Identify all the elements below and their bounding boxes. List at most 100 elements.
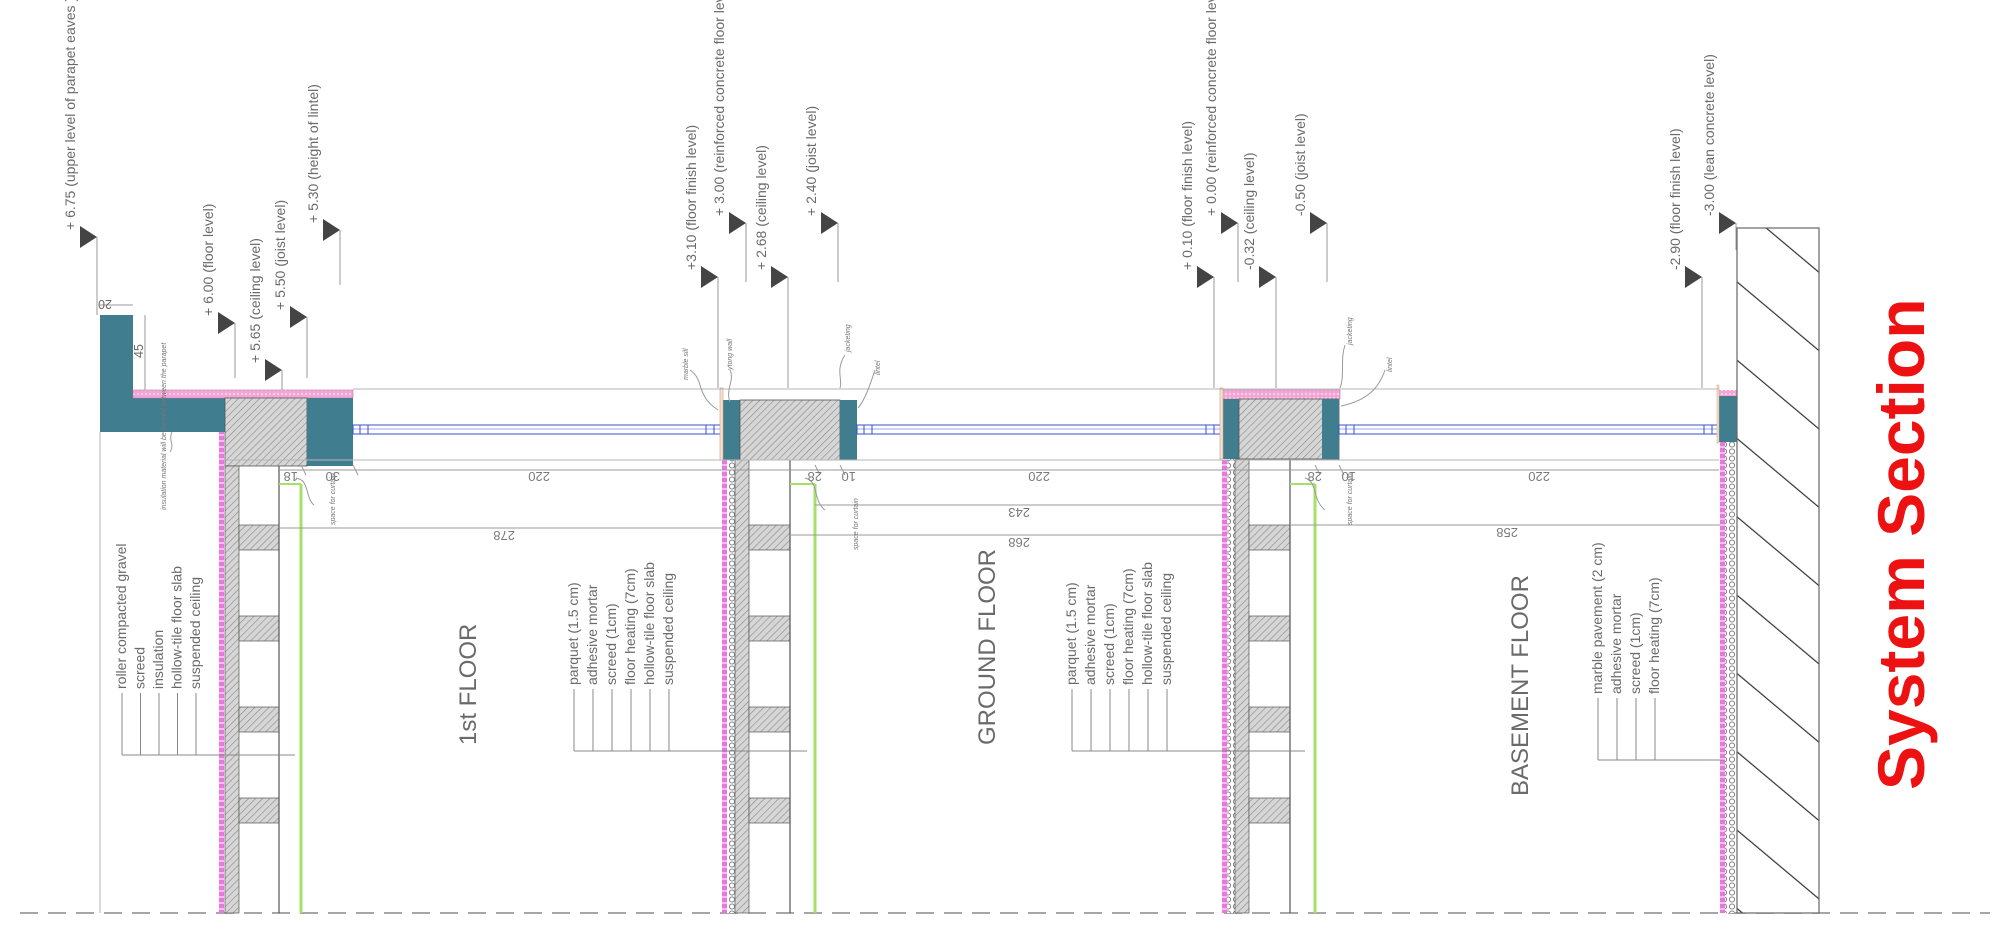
top-insulation [1719,390,1737,396]
floor-title-ground: GROUND FLOOR [974,549,1001,745]
note-ytong-wall: ytong wall [727,338,734,371]
dim-220-c: 220 [1528,469,1550,484]
dim-220-a: 220 [528,469,550,484]
earth-fill-hatch [1736,227,1820,914]
magenta-layer [1222,459,1227,913]
dim-243: 243 [1008,505,1030,520]
wall-concrete [1719,396,1737,442]
layer-label: suspended ceiling [1158,573,1174,685]
floor-title-1st: 1st FLOOR [455,624,482,745]
slab-rib-3 [748,706,791,733]
floor-heating-layer [1227,459,1235,913]
lintel-concrete [840,400,857,460]
note-insulation: insulation material will be formed betwe… [161,342,168,510]
floor-heating-layer [727,460,735,913]
slab-rib-3 [238,706,280,733]
level-marker-label: + 2.40 (joist level) [803,106,819,216]
layer-label: hollow-tile floor slab [169,566,185,689]
lintel-concrete [1322,399,1339,459]
note-space-curtain-1: space for curtain [330,473,337,525]
sill [1716,384,1720,444]
roof-slab-hatch [224,397,308,467]
dim-28-b: 28 [1308,469,1322,484]
magenta-layer [722,460,727,913]
window-glazing-3 [1338,424,1720,435]
jacketing-insulation [1221,389,1341,400]
note-marble-sill: marble sill [683,348,690,380]
level-marker-triangle-icon [729,212,746,234]
parapet-concrete [100,315,225,432]
level-marker-label: + 3.00 (reinforced concrete floor level) [711,0,727,216]
level-marker-triangle-icon [1259,266,1276,288]
dim-10-b: 10 [1342,469,1356,484]
basement-floor-section [1219,387,1341,914]
floor-heating-layer [1725,442,1735,913]
slab-hatch [739,399,841,461]
level-marker-triangle-icon [80,226,97,248]
ground-floor-section [719,387,857,914]
layer-label: screed [132,647,148,689]
level-markers: + 6.75 (upper level of parapet eaves ) + … [62,0,1737,420]
magenta-layer [219,432,224,913]
level-marker-label: + 5.50 (joist level) [272,200,288,310]
level-marker-label: + 5.30 (height of lintel) [305,84,321,223]
slab-rib-1 [748,524,791,551]
slab-rib-2 [1248,615,1291,642]
level-marker-triangle-icon [290,306,307,328]
layer-label: hollow-tile floor slab [641,562,657,685]
slab-rib-2 [238,615,280,642]
slab-web [224,465,240,914]
level-marker-label: -2.90 (floor finish level) [1667,128,1683,270]
dim-28-a: 28 [808,469,822,484]
level-marker-triangle-icon [1221,212,1238,234]
slab-rib-2 [748,615,791,642]
level-marker-triangle-icon [265,359,282,381]
marble-sill [719,387,724,461]
window-glazing-2 [856,424,1223,435]
layer-label: suspended ceiling [660,573,676,685]
level-marker-label: + 6.75 (upper level of parapet eaves ) [62,0,78,230]
slab-rib-1 [1248,524,1291,551]
slab-rib-4 [238,797,280,824]
level-marker-label: + 2.68 (ceiling level) [753,145,769,270]
floor-title-basement-floor: BASEMENT FLOOR [1507,575,1534,796]
window-glazing-1 [352,424,724,435]
layer-label: adhesive mortar [1608,593,1624,694]
slab-web [1234,458,1250,914]
system-section-title: System Section [1864,298,1938,790]
layer-label: adhesive mortar [1082,584,1098,685]
first-floor-section [99,315,354,914]
layer-leader-lines [121,689,1725,761]
level-marker-label: + 5.65 (ceiling level) [247,238,263,363]
level-marker-triangle-icon [701,266,718,288]
level-marker-triangle-icon [1719,212,1736,234]
level-marker-label: + 6.00 (floor level) [200,204,216,316]
layer-label: screed (1cm) [1627,612,1643,694]
level-marker-label: -0.32 (ceiling level) [1241,153,1257,271]
level-marker-label: + 0.00 (reinforced concrete floor level) [1203,0,1219,216]
layer-label: adhesive mortar [584,584,600,685]
sill [1219,387,1224,460]
level-marker-label: + 0.10 (floor finish level) [1179,121,1195,270]
ytong-wall-concrete [723,400,740,460]
level-marker-triangle-icon [323,219,340,241]
dim-278: 278 [493,528,515,543]
slab-rib-1 [238,524,280,551]
layer-label: insulation [150,630,166,689]
level-marker-label: -3.00 (lean concrete level) [1701,54,1717,216]
note-lintel-1: lintel [875,360,882,375]
slab-web [734,459,750,914]
layer-label: parquet (1.5 cm) [1063,582,1079,685]
level-marker-triangle-icon [1310,212,1327,234]
layer-label: floor heating (7cm) [1646,577,1662,694]
layer-label: marble pavement (2 cm) [1589,542,1605,694]
level-marker-label: +3.10 (floor finish level) [683,125,699,270]
lintel-concrete [307,398,353,466]
layer-label: roller compacted gravel [113,543,129,689]
parapet-height-dim: 45 [132,344,146,358]
level-marker-triangle-icon [218,312,235,334]
layer-label: floor heating (7cm) [622,568,638,685]
layer-label: floor heating (7cm) [1120,568,1136,685]
layer-label: suspended ceiling [187,577,203,689]
